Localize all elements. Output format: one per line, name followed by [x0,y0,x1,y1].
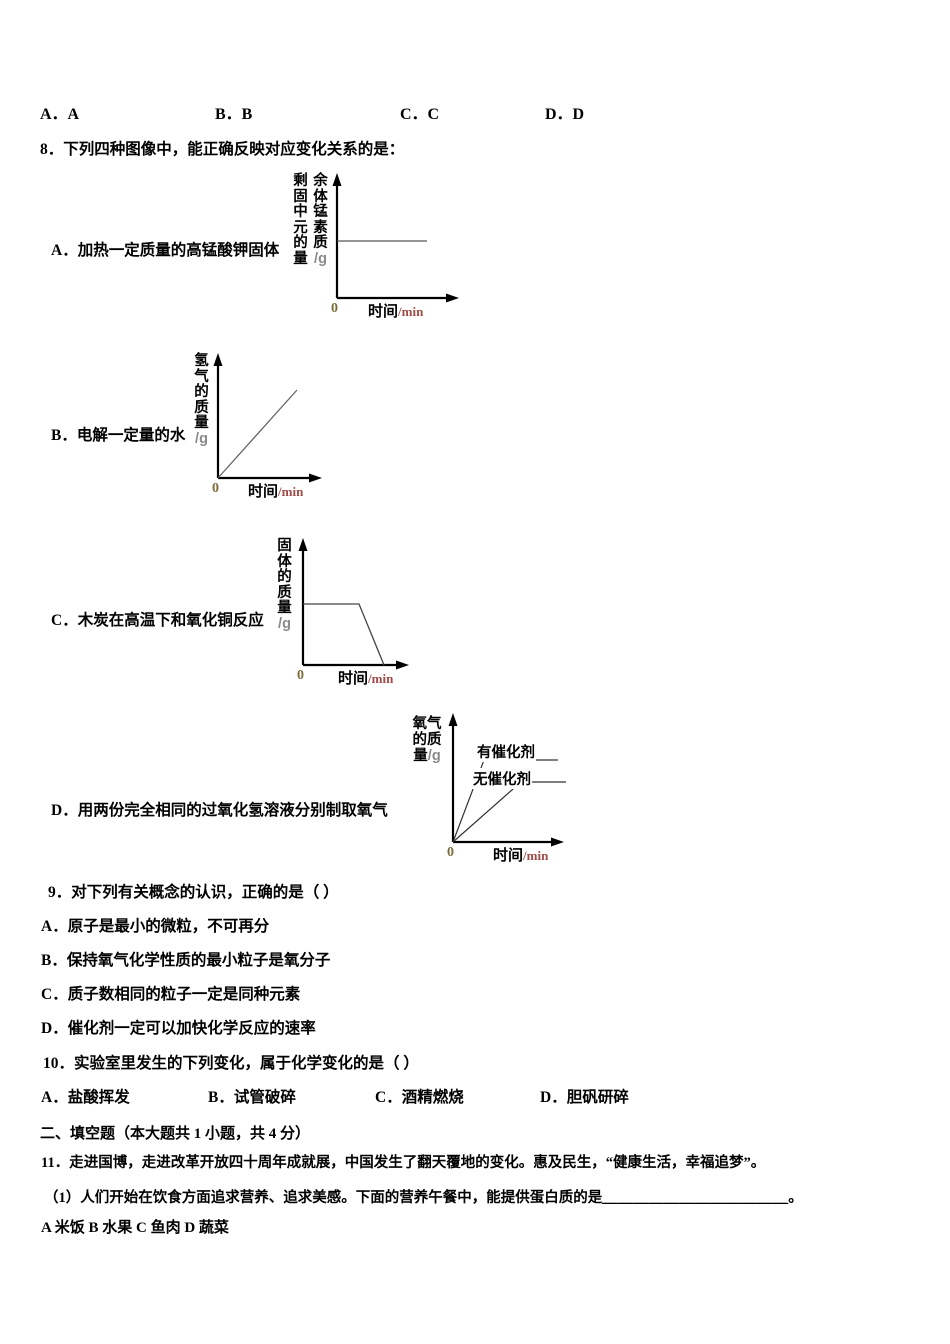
chart-d-annotation-catalyst: 有催化剂 [476,741,536,762]
question-8-option-d: D．用两份完全相同的过氧化氢溶液分别制取氧气 [51,798,388,820]
question-9-option-c-label: C． [41,986,68,1003]
question-9-option-c-text: 质子数相同的粒子一定是同种元素 [67,986,301,1003]
question-8-option-c-label: C． [51,612,78,629]
chart-b-ylabel: 氢气的质量/g [194,353,209,447]
question-10-option-a-text: 盐酸挥发 [67,1089,130,1106]
question-10-option-d: D．胆矾研碎 [540,1085,629,1107]
chart-a-axes [332,173,459,303]
top-option-c: C．C [400,106,440,123]
question-10-option-b-label: B． [208,1089,234,1106]
question-8-option-b: B．电解一定量的水 [51,423,185,445]
question-10-option-d-label: D． [540,1089,567,1106]
question-11-answer-blank[interactable]: ＿＿＿＿＿＿＿＿＿＿＿＿ [602,1190,789,1206]
question-11-choices: A 米饭 B 水果 C 鱼肉 D 蔬菜 [41,1220,229,1236]
question-9-option-a-text: 原子是最小的微粒，不可再分 [67,918,270,935]
question-11-sub1-suffix: 。 [788,1190,803,1206]
chart-d-xlabel: 时间/min [493,847,549,864]
question-10-option-a: A．盐酸挥发 [41,1085,130,1107]
chart-d: 氧气的质量/g 有催化剂 无催化剂 0 时间/min [408,710,593,865]
chart-c: 固体的质量/g 0 时间/min [272,535,437,687]
question-9-option-b-label: B． [41,952,67,969]
question-10-option-c-text: 酒精燃烧 [401,1089,464,1106]
question-9-option-d-text: 催化剂一定可以加快化学反应的速率 [67,1020,316,1037]
question-9-option-b-text: 保持氧气化学性质的最小粒子是氧分子 [66,952,331,969]
question-8-option-d-text: 用两份完全相同的过氧化氢溶液分别制取氧气 [77,802,388,819]
chart-c-axes [298,538,409,670]
top-option-b: B．B [215,106,253,123]
chart-c-ylabel: 固体的质量/g [277,538,292,632]
question-10-stem: 10．实验室里发生的下列变化，属于化学变化的是（ ） [43,1055,419,1072]
chart-a-ylabel-col2: 余体锰素质/g [313,173,328,267]
question-10-option-b: B．试管破碎 [208,1085,296,1107]
section-2-heading: 二、填空题（本大题共 1 小题，共 4 分） [40,1126,311,1142]
chart-b-axes [213,353,322,483]
question-9-option-c: C．质子数相同的粒子一定是同种元素 [41,982,300,1004]
question-8-option-c-text: 木炭在高温下和氧化铜反应 [77,612,264,629]
chart-b-origin-label: 0 [212,481,219,496]
chart-c-xlabel: 时间/min [338,670,394,687]
chart-c-origin-label: 0 [297,668,304,683]
question-11-sub1-prefix: （1）人们开始在饮食方面追求营养、追求美感。下面的营养午餐中，能提供蛋白质的是 [44,1190,603,1206]
question-8-stem: 8．下列四种图像中，能正确反映对应变化关系的是： [40,141,405,158]
question-8-option-a: A．加热一定质量的高锰酸钾固体 [51,238,279,260]
question-11-stem: 11．走进国博，走进改革开放四十周年成就展，中国发生了翻天覆地的变化。惠及民生，… [41,1155,766,1171]
chart-b: 氢气的质量/g 0 时间/min [190,350,350,500]
chart-a-ylabel-col1: 剩固中元的量 [293,173,308,267]
question-8-option-b-label: B． [51,427,77,444]
question-9-option-a: A．原子是最小的微粒，不可再分 [41,914,269,936]
question-8-option-c: C．木炭在高温下和氧化铜反应 [51,608,264,630]
top-option-d: D．D [545,106,585,123]
question-9-option-d-label: D． [41,1020,68,1037]
question-8-option-b-text: 电解一定量的水 [76,427,186,444]
chart-d-annotation-no-catalyst: 无催化剂 [472,768,532,789]
question-8-option-a-text: 加热一定质量的高锰酸钾固体 [77,242,280,259]
question-10-option-a-label: A． [41,1089,68,1106]
question-9-option-d: D．催化剂一定可以加快化学反应的速率 [41,1016,316,1038]
chart-d-ylabel: 氧气的质量/g [412,716,442,764]
chart-b-xlabel: 时间/min [248,483,304,500]
question-10-option-c-label: C． [375,1089,402,1106]
chart-a: 剩固中元的量 余体锰素质/g 0 时间/min [290,170,465,320]
question-9-option-a-label: A． [41,918,68,935]
top-option-a: A．A [40,106,80,123]
chart-a-origin-label: 0 [331,301,338,316]
question-8-option-a-label: A． [51,242,78,259]
question-8-option-d-label: D． [51,802,78,819]
question-10-option-b-text: 试管破碎 [233,1089,296,1106]
question-10-option-d-text: 胆矾研碎 [566,1089,629,1106]
chart-d-origin-label: 0 [447,845,454,860]
question-10-option-c: C．酒精燃烧 [375,1085,464,1107]
question-11-sub1: （1）人们开始在饮食方面追求营养、追求美感。下面的营养午餐中，能提供蛋白质的是＿… [44,1186,803,1207]
question-9-stem: 9．对下列有关概念的认识，正确的是（ ） [48,884,339,901]
chart-a-xlabel: 时间/min [368,303,424,320]
question-9-option-b: B．保持氧气化学性质的最小粒子是氧分子 [41,948,330,970]
